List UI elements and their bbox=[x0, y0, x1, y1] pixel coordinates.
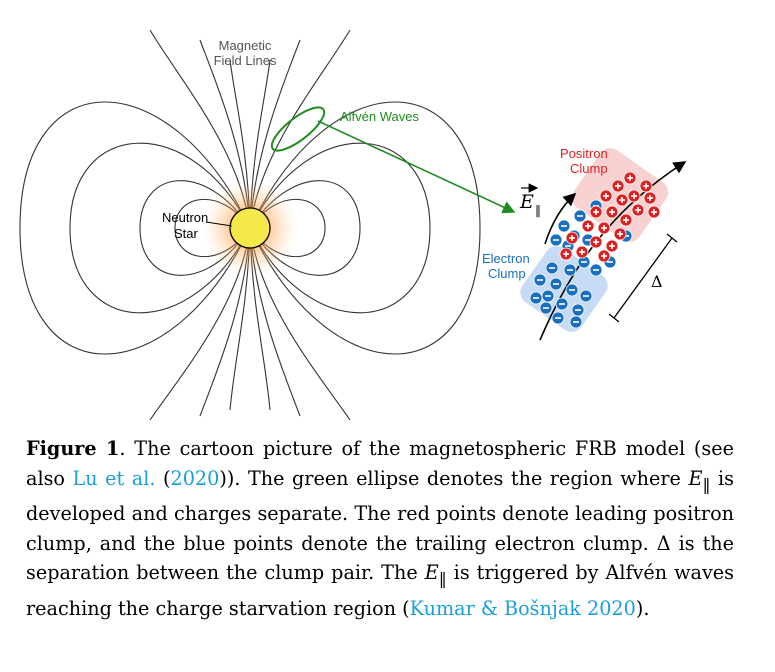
delta-arrow bbox=[613, 237, 673, 319]
star-label: Star bbox=[174, 226, 199, 241]
e-subscript: ‖ bbox=[702, 474, 711, 494]
electron-label: Electron bbox=[482, 251, 530, 266]
positron-clump-label: Clump bbox=[570, 161, 608, 176]
ref-kumar-year[interactable]: 2020 bbox=[587, 596, 636, 620]
caption-text: is the separation between the clump pair… bbox=[26, 531, 734, 585]
e-parallel-label: E bbox=[519, 191, 534, 213]
neutron-star bbox=[229, 207, 271, 249]
delta-symbol: Δ bbox=[656, 531, 671, 555]
figure-label: Figure 1 bbox=[26, 437, 120, 460]
alfven-label: Alfvén Waves bbox=[340, 109, 419, 124]
e-subscript-2: ‖ bbox=[438, 569, 447, 589]
caption-text: ( bbox=[155, 466, 171, 490]
ref-lu[interactable]: Lu et al. bbox=[72, 466, 156, 490]
caption-text: ). bbox=[635, 596, 650, 620]
positron-label: Positron bbox=[560, 146, 608, 161]
e-parallel-sub: ‖ bbox=[535, 203, 541, 217]
charge-particles bbox=[529, 171, 661, 329]
figure-caption: Figure 1. The cartoon picture of the mag… bbox=[26, 434, 734, 623]
e-field-arrow bbox=[544, 192, 577, 245]
figure-illustration: Magnetic Field Lines Alfvén Waves Neutro… bbox=[19, 29, 687, 421]
e-symbol: E bbox=[688, 466, 703, 490]
ref-lu-year[interactable]: 2020 bbox=[170, 466, 220, 490]
ref-kumar[interactable]: Kumar & Bošnjak bbox=[409, 596, 581, 620]
electron-clump-label: Clump bbox=[488, 266, 526, 281]
alfven-region-ellipse bbox=[270, 106, 326, 152]
caption-text: )). The green ellipse denotes the region… bbox=[219, 466, 689, 490]
caption-text: is developed and charges separate. The r… bbox=[26, 466, 734, 555]
delta-tick-top bbox=[666, 233, 678, 243]
field-lines-label: Field Lines bbox=[214, 53, 277, 68]
e-symbol-2: E bbox=[424, 561, 439, 585]
magnetic-label: Magnetic bbox=[219, 38, 272, 53]
delta-label: Δ bbox=[651, 272, 663, 291]
caption-text: is triggered by Alfvén waves reaching th… bbox=[26, 561, 735, 620]
alfven-arrow bbox=[317, 120, 516, 214]
star-pointer bbox=[205, 221, 233, 227]
neutron-label: Neutron bbox=[162, 210, 208, 225]
delta-tick-bottom bbox=[608, 313, 620, 323]
caption-text: . The cartoon picture of the magnetosphe… bbox=[26, 437, 734, 490]
